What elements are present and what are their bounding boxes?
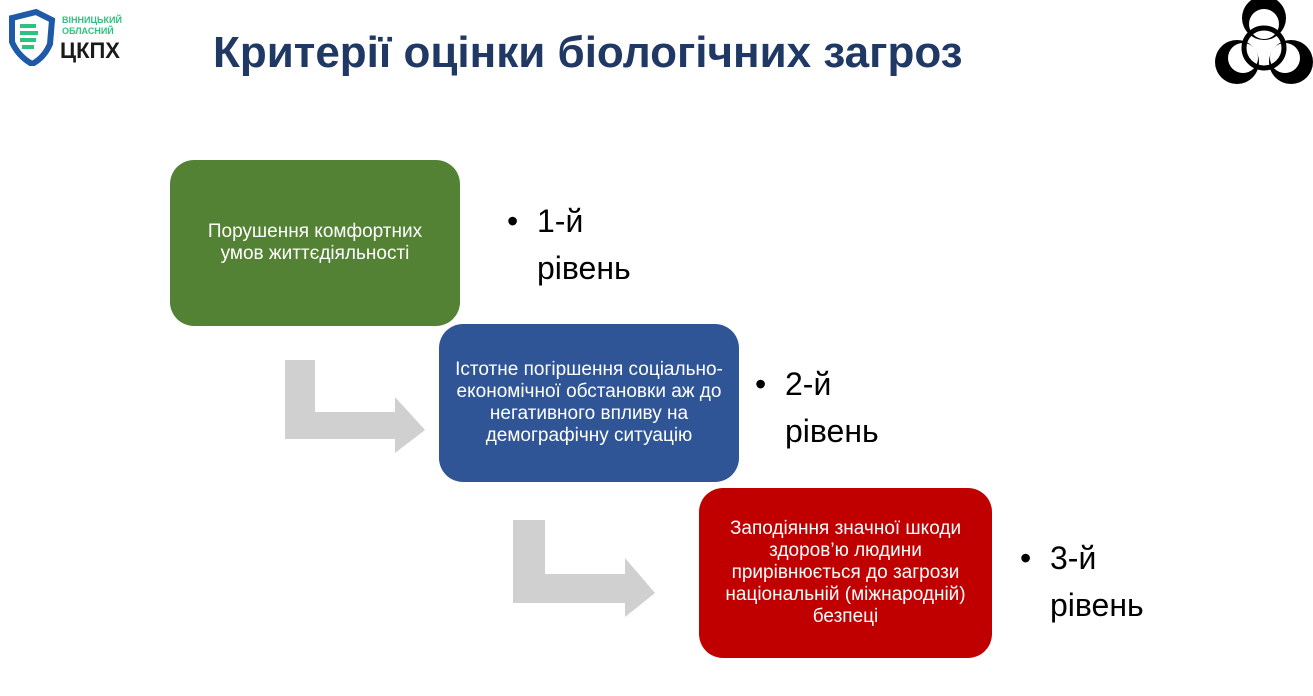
logo-line2: ОБЛАСНИЙ — [62, 26, 114, 36]
level-3-word: рівень — [1050, 587, 1144, 623]
logo-line1: ВІННИЦЬКИЙ — [62, 15, 122, 25]
logo-abbr: ЦКПХ — [60, 38, 120, 63]
page-title: Критерії оцінки біологічних загроз — [213, 28, 963, 77]
biohazard-icon — [1215, 0, 1313, 84]
criterion-box-2: Істотне погіршення соціально-економічної… — [439, 324, 739, 482]
criterion-box-1: Порушення комфортних умов життєдіяльност… — [170, 160, 460, 326]
logo — [6, 8, 58, 71]
level-3-num: 3-й — [1050, 540, 1097, 576]
arrow-2-icon — [513, 520, 655, 617]
arrow-1-icon — [285, 360, 425, 453]
level-1-num: 1-й — [537, 203, 584, 239]
criterion-box-3: Заподіяння значної шкоди здоров’ю людини… — [699, 488, 992, 658]
level-1-word: рівень — [537, 250, 631, 286]
level-2-num: 2-й — [785, 366, 832, 402]
shield-logo-icon — [9, 8, 56, 68]
level-2-word: рівень — [785, 413, 879, 449]
